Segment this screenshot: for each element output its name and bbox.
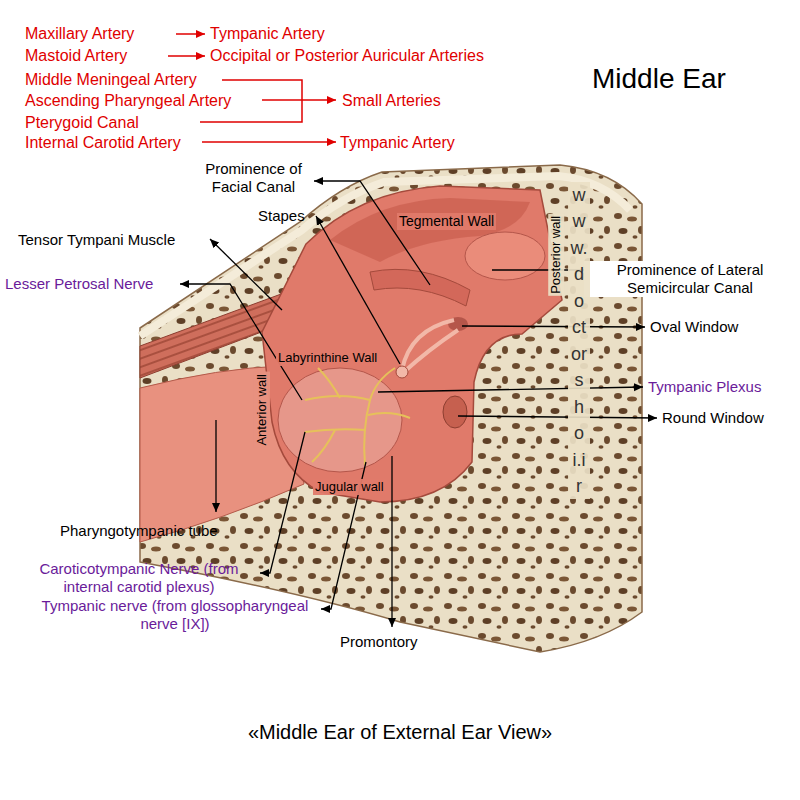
nerve-label: Tympanic Plexus xyxy=(648,378,761,396)
nerve-label: Caroticotympanic Nerve (from internal ca… xyxy=(25,560,253,596)
part-label: Pharyngotympanic tube xyxy=(60,522,218,540)
artery-name: Tympanic Artery xyxy=(210,24,325,43)
nerve-label: Lesser Petrosal Nerve xyxy=(5,275,153,293)
artery-name: Occipital or Posterior Auricular Arterie… xyxy=(210,46,484,65)
artery-name: Maxillary Artery xyxy=(25,24,134,43)
wall-label: Tegmental Wall xyxy=(397,213,496,230)
wall-label: Anterior wall xyxy=(254,372,270,448)
part-label: Prominence of Facial Canal xyxy=(196,160,311,196)
canal-name: Pterygoid Canal xyxy=(25,113,139,132)
part-label: Stapes xyxy=(258,207,305,225)
part-label: Tensor Tympani Muscle xyxy=(18,231,175,249)
nerve-label: Tympanic nerve (from glossopharyngeal ne… xyxy=(35,597,315,633)
part-label: Promontory xyxy=(340,633,418,651)
diagram-caption: «Middle Ear of External Ear View» xyxy=(0,720,800,744)
artery-name: Internal Carotid Artery xyxy=(25,133,181,152)
part-label: Round Window xyxy=(662,409,764,427)
part-label: Prominence of Lateral Semicircular Canal xyxy=(584,261,796,297)
diagram-title: Middle Ear xyxy=(592,62,726,96)
artery-name: Ascending Pharyngeal Artery xyxy=(25,91,231,110)
artery-name: Mastoid Artery xyxy=(25,46,127,65)
artery-name: Middle Meningeal Artery xyxy=(25,70,197,89)
wall-label: Posterior wall xyxy=(548,214,564,296)
watermark: www.doctorshoi.ir xyxy=(568,182,590,499)
artery-name: Small Arteries xyxy=(342,91,441,110)
part-label: Oval Window xyxy=(650,318,738,336)
wall-label: Jugular wall xyxy=(313,479,386,495)
artery-name: Tympanic Artery xyxy=(340,133,455,152)
wall-label: Labyrinthine Wall xyxy=(276,350,379,366)
